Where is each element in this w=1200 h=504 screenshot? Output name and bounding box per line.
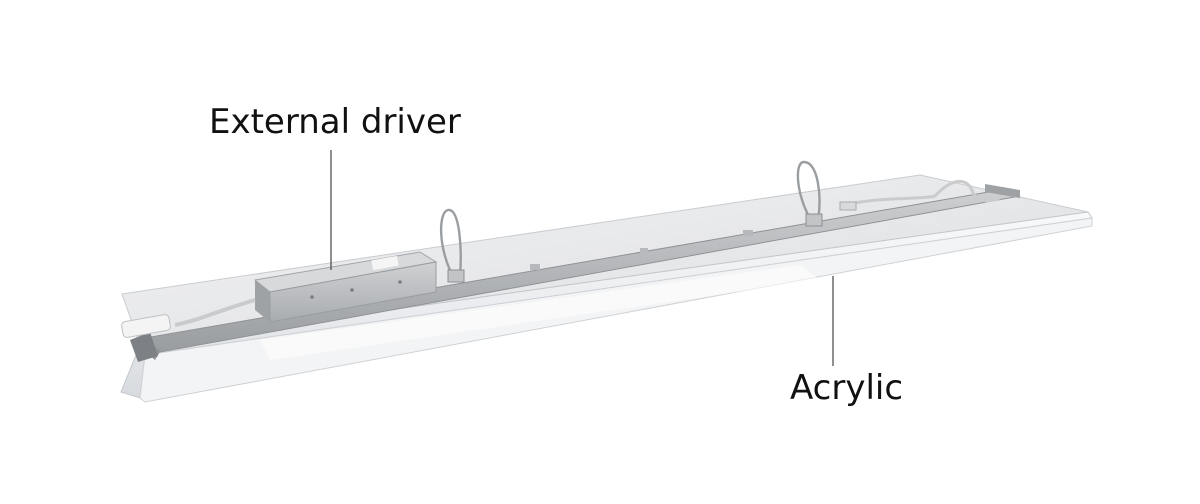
- suspension-wire-left: [439, 208, 462, 279]
- driver-box-side: [269, 261, 437, 323]
- driver-box-front: [255, 280, 270, 322]
- suspension-wire-right: [796, 160, 821, 223]
- acrylic-label: Acrylic: [790, 368, 904, 408]
- external-driver-label: External driver: [209, 102, 461, 142]
